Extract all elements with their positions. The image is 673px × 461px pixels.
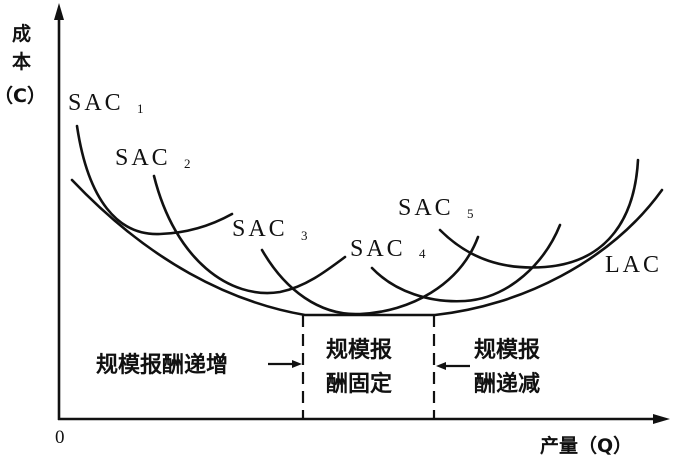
increasing-arrow-head — [292, 360, 302, 368]
lac-curve — [70, 178, 664, 317]
sac1-subscript: 1 — [137, 101, 144, 116]
decreasing-arrow-head — [436, 362, 446, 370]
sac5-label: SAC — [398, 195, 454, 221]
sac4-subscript: 4 — [419, 246, 426, 261]
sac5-curve — [438, 158, 640, 269]
y-axis-label-1: 成 — [12, 22, 31, 45]
sac2-curve — [152, 174, 347, 295]
lac-label: LAC — [605, 252, 662, 278]
y-axis-label-3: （C） — [0, 84, 46, 107]
constant-returns-label-1: 规模报 — [326, 338, 392, 363]
x-axis-arrow — [653, 414, 670, 424]
decreasing-returns-label-1: 规模报 — [474, 338, 540, 363]
sac4-curve — [370, 223, 562, 303]
sac4-label: SAC — [350, 236, 406, 262]
sac2-label: SAC — [115, 145, 171, 171]
y-axis-label-2: 本 — [12, 50, 31, 73]
sac3-label: SAC — [232, 216, 288, 242]
constant-returns-label-2: 酬固定 — [326, 371, 392, 397]
x-axis-label: 产量（Q） — [540, 434, 632, 457]
sac3-subscript: 3 — [301, 228, 308, 243]
sac2-subscript: 2 — [184, 156, 191, 171]
y-axis-arrow — [54, 3, 64, 20]
sac3-curve — [260, 235, 480, 316]
decreasing-returns-label-2: 酬递减 — [474, 371, 540, 397]
sac1-curve — [75, 124, 234, 236]
increasing-returns-label: 规模报酬递增 — [96, 352, 228, 378]
origin-label: 0 — [55, 427, 65, 448]
sac1-label: SAC — [68, 90, 124, 116]
sac5-subscript: 5 — [467, 206, 474, 221]
